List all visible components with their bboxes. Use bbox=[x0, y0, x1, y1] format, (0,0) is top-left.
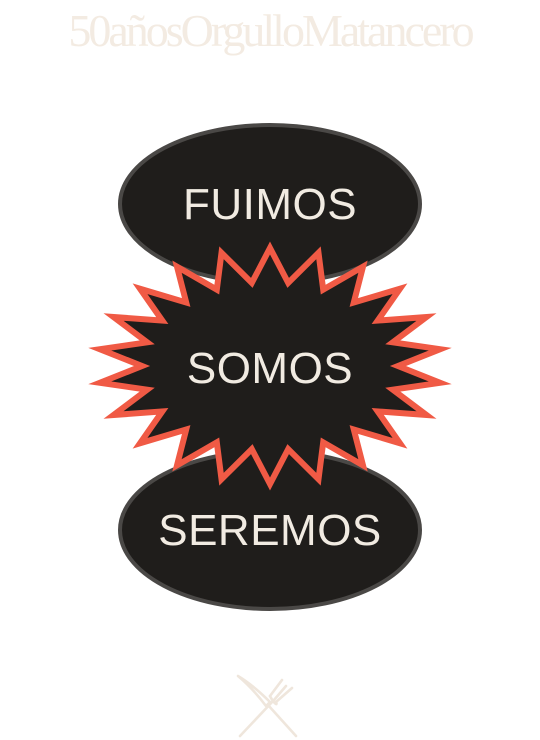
badge-label-somos: SOMOS bbox=[186, 344, 354, 393]
headline-title: 50añosOrgulloMatancero bbox=[68, 5, 474, 56]
starburst-badge bbox=[88, 241, 452, 491]
badge-label-seremos: SEREMOS bbox=[158, 506, 382, 555]
badge-label-fuimos: FUIMOS bbox=[182, 180, 358, 229]
fork-and-knife-icon bbox=[236, 674, 298, 738]
